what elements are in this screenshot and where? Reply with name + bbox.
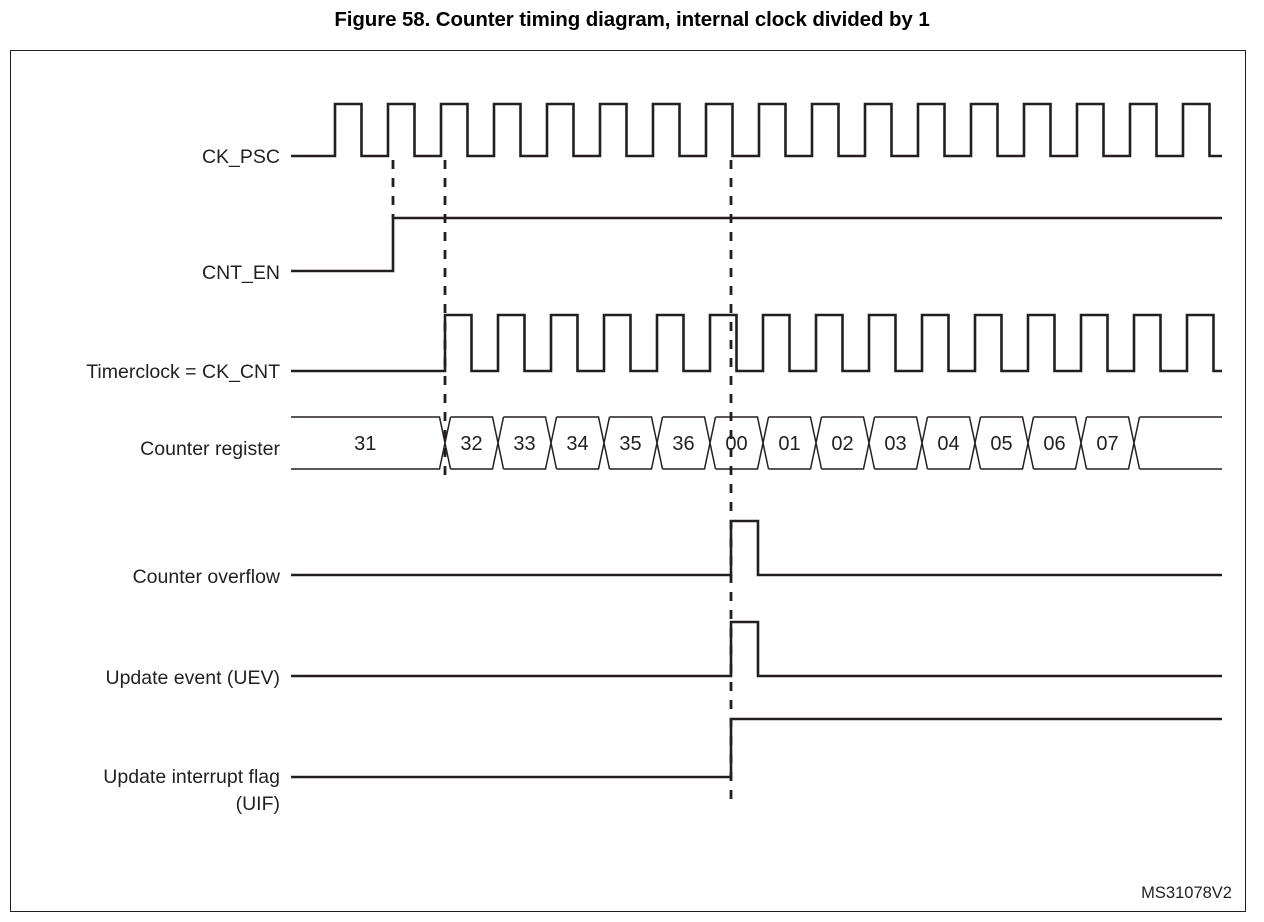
- bus-cell-07: [1086, 416, 1141, 470]
- marker-lines: [391, 160, 733, 801]
- figure-title: Figure 58. Counter timing diagram, inter…: [334, 8, 930, 31]
- figure-frame: [10, 50, 1246, 912]
- counter-value-00: 00: [725, 433, 747, 455]
- bus-cell-00: [715, 416, 770, 470]
- counter-value-05: 05: [990, 433, 1012, 455]
- bus-cell-31: [291, 416, 452, 470]
- waveform-update_interrupt_flag: [291, 717, 1222, 779]
- counter-value-36: 36: [672, 433, 694, 455]
- bus-cell-32: [450, 416, 505, 470]
- signal-label-counter-overflow: Counter overflow: [133, 566, 281, 588]
- counter-register-bus: 31 32 33 34 35 36 00 01 02 03 04 05 06 07: [291, 416, 1222, 470]
- signal-label-ck-psc: CK_PSC: [202, 146, 280, 168]
- bus-cell-02: [821, 416, 876, 470]
- counter-value-03: 03: [884, 433, 906, 455]
- waveform-counter_overflow: [291, 519, 1222, 577]
- counter-value-02: 02: [831, 433, 853, 455]
- waveform-ck_cnt: [291, 313, 1222, 373]
- signal-label-uif-line2: (UIF): [236, 793, 280, 815]
- counter-value-04: 04: [937, 433, 959, 455]
- signal-label-timerclock: Timerclock = CK_CNT: [86, 361, 280, 383]
- signal-label-counter-register: Counter register: [140, 438, 280, 460]
- bus-cell-trailing: [1139, 416, 1222, 470]
- counter-value-34: 34: [566, 433, 588, 455]
- signal-label-cnt-en: CNT_EN: [202, 262, 280, 284]
- waveform-update_event: [291, 620, 1222, 678]
- counter-value-35: 35: [619, 433, 641, 455]
- waveform-cnt_en: [291, 216, 1222, 273]
- counter-value-32: 32: [460, 433, 482, 455]
- bus-cell-01: [768, 416, 823, 470]
- bus-cell-33: [503, 416, 558, 470]
- bus-cell-03: [874, 416, 929, 470]
- counter-value-31: 31: [354, 433, 376, 455]
- bus-cell-34: [556, 416, 611, 470]
- counter-value-06: 06: [1043, 433, 1065, 455]
- counter-value-33: 33: [513, 433, 535, 455]
- counter-value-07: 07: [1096, 433, 1118, 455]
- signal-label-update-event: Update event (UEV): [105, 667, 280, 689]
- bus-cell-06: [1033, 416, 1088, 470]
- signal-label-uif-line1: Update interrupt flag: [103, 766, 280, 788]
- document-code: MS31078V2: [1141, 884, 1232, 902]
- counter-value-01: 01: [778, 433, 800, 455]
- bus-cell-04: [927, 416, 982, 470]
- bus-cell-35: [609, 416, 664, 470]
- waveform-layer: [291, 102, 1222, 779]
- bus-cell-36: [662, 416, 717, 470]
- waveform-ck_psc: [291, 102, 1222, 158]
- bus-cell-05: [980, 416, 1035, 470]
